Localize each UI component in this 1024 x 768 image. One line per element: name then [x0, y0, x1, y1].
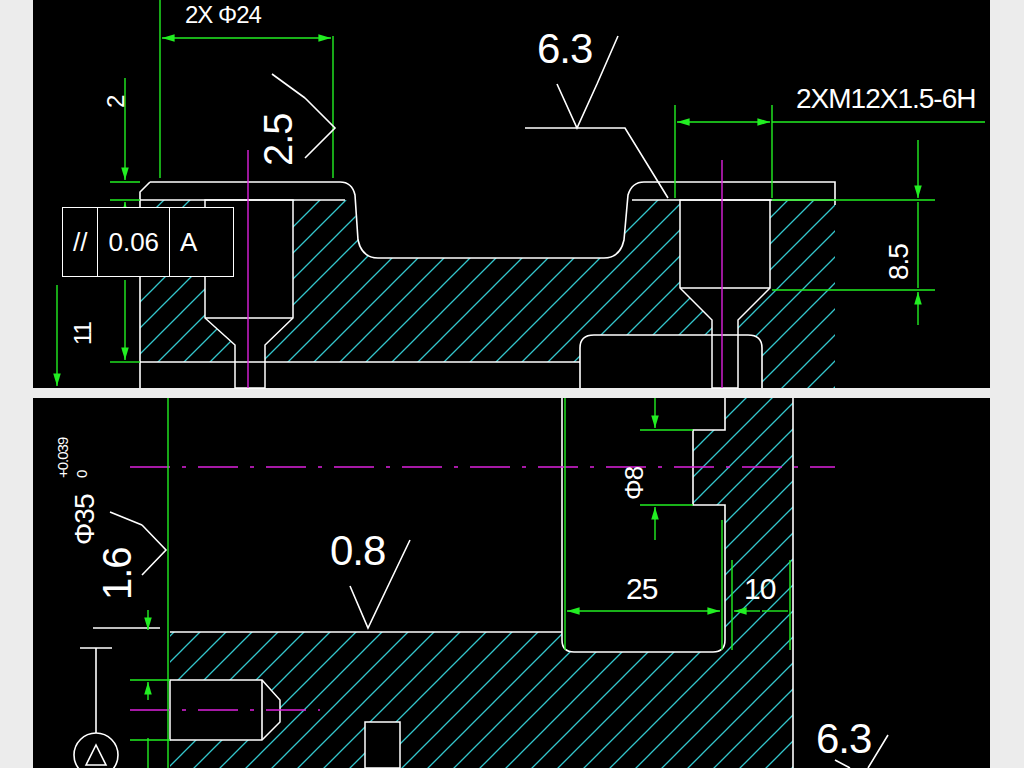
roughness-symbols	[110, 512, 888, 768]
dimension-text: 8.5	[884, 244, 915, 280]
tolerance-text: 0	[74, 471, 91, 478]
dimension-text: 11	[70, 322, 96, 345]
roughness-value: 0.8	[330, 528, 385, 574]
center-lines	[248, 150, 722, 388]
frame-cell: 0.06	[97, 208, 169, 276]
thread-callout: 2XM12X1.5-6H	[796, 84, 975, 115]
section-hatch	[140, 200, 835, 388]
holes	[205, 200, 770, 388]
section-hatch	[170, 398, 793, 768]
holes	[170, 680, 400, 768]
frame-cell: //	[63, 208, 97, 276]
roughness-value: 6.3	[537, 26, 592, 72]
dimension-text: 2X Φ24	[185, 2, 261, 28]
dimension-text: Φ35	[70, 495, 101, 545]
roughness-symbols	[272, 36, 668, 198]
tolerance-frame: //0.06A	[62, 207, 234, 277]
part-outline	[74, 398, 793, 768]
roughness-value: 6.3	[816, 716, 871, 762]
part-outline	[140, 182, 835, 388]
dimension-lines	[130, 398, 790, 768]
roughness-value: 1.6	[95, 547, 139, 600]
center-lines	[130, 467, 835, 710]
frame-cell: A	[169, 208, 207, 276]
tolerance-text: +0.039	[55, 438, 72, 478]
dimension-text: 25	[626, 572, 657, 605]
top-panel	[33, 0, 990, 388]
dimension-text: 10	[744, 572, 775, 605]
bottom-panel	[33, 398, 990, 768]
dimension-text: 2	[103, 96, 129, 108]
roughness-value: 2.5	[256, 113, 300, 166]
dimension-lines	[57, 0, 985, 386]
dimension-text: Φ8	[620, 467, 649, 500]
